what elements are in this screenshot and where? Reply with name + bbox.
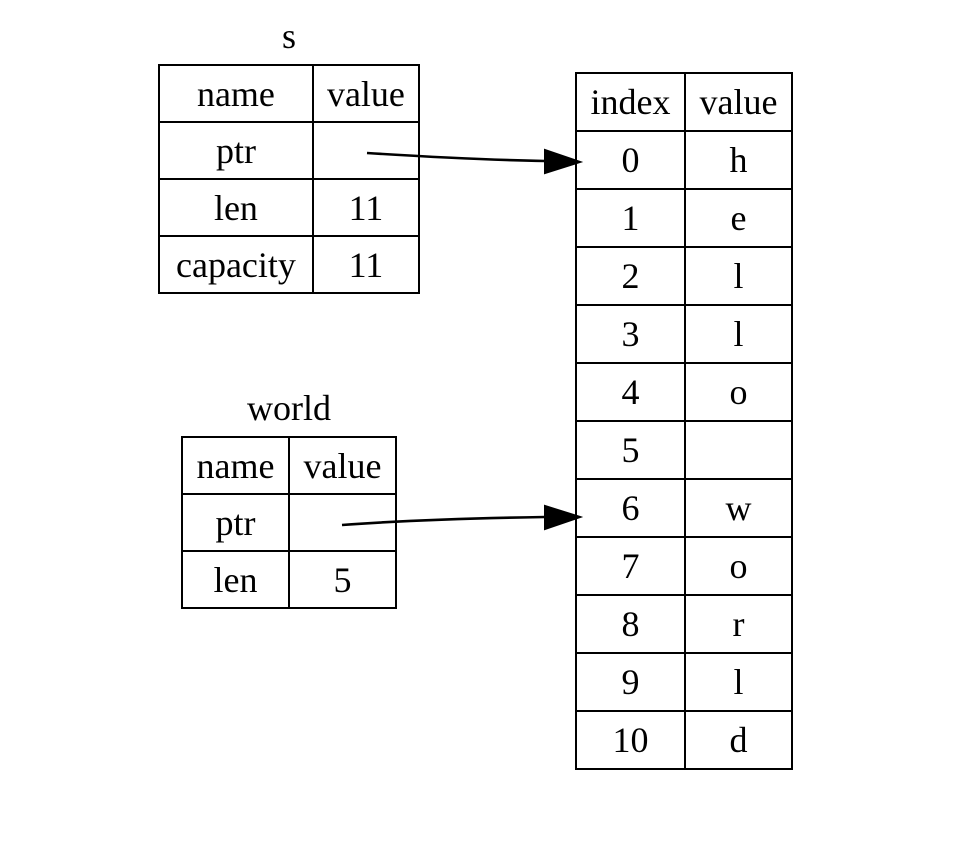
cell-value: r — [684, 594, 793, 654]
header-value: value — [311, 64, 421, 123]
cell-index: 8 — [575, 594, 686, 654]
header-value: value — [684, 72, 793, 132]
cell-value: w — [684, 478, 793, 538]
cell-value: 11 — [311, 178, 421, 237]
cell-index: 9 — [575, 652, 686, 712]
cell-index: 5 — [575, 420, 686, 480]
table-row: ptr — [181, 493, 397, 552]
world-ptr-arrowhead — [544, 504, 584, 531]
cell-value: 5 — [288, 550, 397, 609]
s-ptr-arrow — [366, 151, 546, 163]
cell-name: len — [158, 178, 314, 237]
s-table: name value ptr len 11 capacity 11 — [158, 64, 421, 294]
cell-value: e — [684, 188, 793, 248]
cell-value: l — [684, 246, 793, 306]
table-row: len 5 — [181, 550, 397, 609]
cell-index: 2 — [575, 246, 686, 306]
cell-index: 4 — [575, 362, 686, 422]
cell-index: 1 — [575, 188, 686, 248]
cell-name: ptr — [181, 493, 290, 552]
cell-value: d — [684, 710, 793, 770]
cell-value: 11 — [311, 235, 421, 294]
cell-value: h — [684, 130, 793, 190]
header-value: value — [288, 436, 397, 495]
world-label: world — [247, 388, 331, 428]
cell-value: l — [684, 304, 793, 364]
header-name: name — [181, 436, 290, 495]
s-ptr-arrowhead — [544, 148, 584, 175]
cell-name: capacity — [158, 235, 314, 294]
cell-index: 3 — [575, 304, 686, 364]
world-table: name value ptr len 5 — [181, 436, 397, 609]
header-name: name — [158, 64, 314, 123]
table-row: 5 — [575, 420, 793, 480]
cell-value: o — [684, 362, 793, 422]
table-row: len 11 — [158, 178, 421, 237]
table-row: ptr — [158, 121, 421, 180]
cell-value: l — [684, 652, 793, 712]
cell-value — [311, 121, 421, 180]
table-row: capacity 11 — [158, 235, 421, 294]
world-ptr-arrow — [341, 515, 546, 527]
cell-index: 0 — [575, 130, 686, 190]
cell-index: 10 — [575, 710, 686, 770]
cell-index: 7 — [575, 536, 686, 596]
cell-value — [684, 420, 793, 480]
table-header-row: name value — [181, 436, 397, 495]
cell-name: len — [181, 550, 290, 609]
header-index: index — [575, 72, 686, 132]
s-label: s — [281, 16, 296, 56]
cell-index: 6 — [575, 478, 686, 538]
table-header-row: index value — [575, 72, 793, 132]
cell-name: ptr — [158, 121, 314, 180]
cell-value: o — [684, 536, 793, 596]
table-header-row: name value — [158, 64, 421, 123]
